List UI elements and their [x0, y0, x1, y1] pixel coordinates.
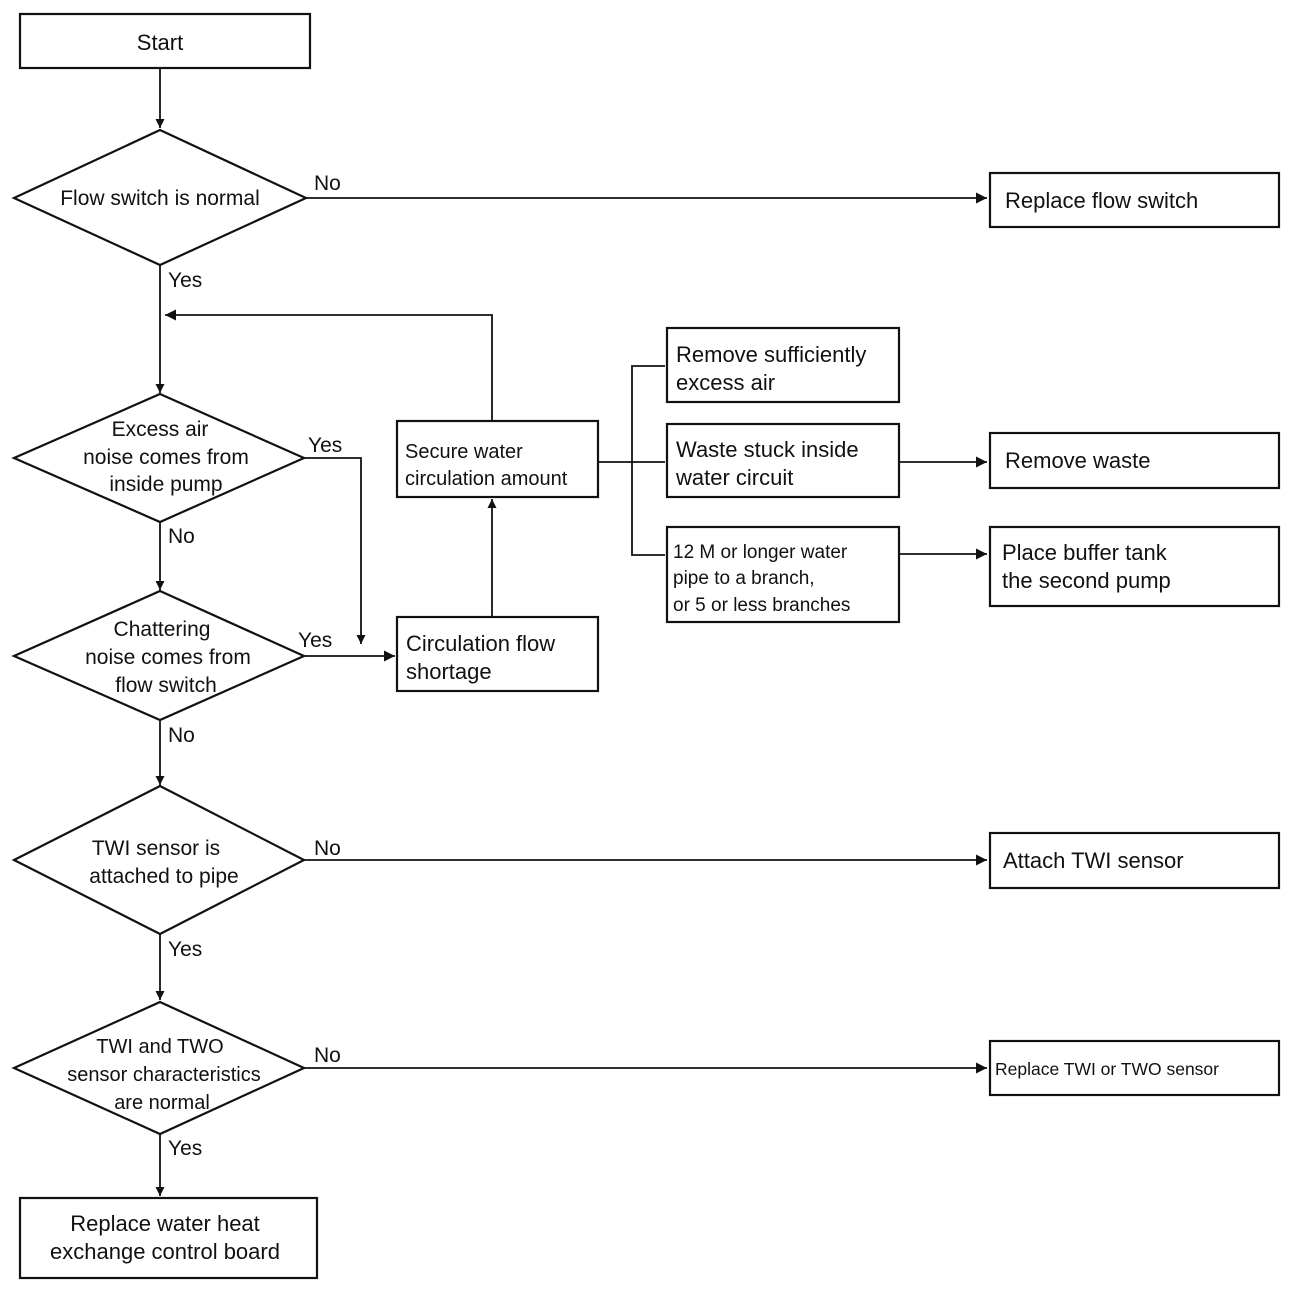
action-long-pipe: 12 M or longer water pipe to a branch, o… — [665, 525, 901, 624]
twi-two-line-3: are normal — [114, 1092, 210, 1114]
decision-flow-switch: Flow switch is normal — [11, 128, 309, 267]
label-yes-twi-attached: Yes — [168, 938, 202, 961]
action-replace-board: Replace water heat exchange control boar… — [18, 1196, 319, 1280]
secure-water-line-1: Secure water — [405, 441, 523, 463]
attach-twi-label: Attach TWI sensor — [1003, 848, 1184, 873]
chattering-line-3: flow switch — [115, 674, 217, 697]
label-yes-twi-two: Yes — [168, 1137, 202, 1160]
long-pipe-line-1: 12 M or longer water — [673, 542, 848, 563]
remove-waste-label: Remove waste — [1005, 448, 1151, 473]
replace-flow-switch-label: Replace flow switch — [1005, 188, 1198, 213]
branch-labels: No Yes Yes No Yes No No Yes No Yes — [168, 172, 342, 1160]
label-no-chattering: No — [168, 724, 195, 747]
line-branch-bracket — [631, 365, 665, 556]
action-buffer-tank: Place buffer tank the second pump — [988, 525, 1281, 608]
action-waste-stuck: Waste stuck inside water circuit — [665, 422, 901, 499]
action-replace-sensor: Replace TWI or TWO sensor — [988, 1039, 1281, 1097]
twi-attached-line-2: attached to pipe — [89, 865, 238, 888]
action-attach-twi: Attach TWI sensor — [988, 831, 1281, 890]
label-no-flow-switch: No — [314, 172, 341, 195]
twi-two-line-1: TWI and TWO — [96, 1036, 223, 1058]
waste-stuck-line-1: Waste stuck inside — [676, 437, 859, 462]
label-no-excess-air: No — [168, 525, 195, 548]
decision-twi-two: TWI and TWO sensor characteristics are n… — [11, 1000, 307, 1136]
twi-attached-line-1: TWI sensor is — [92, 837, 220, 860]
buffer-tank-line-2: the second pump — [1002, 568, 1171, 593]
label-no-twi-attached: No — [314, 837, 341, 860]
chattering-line-2: noise comes from — [85, 646, 251, 669]
replace-board-line-1: Replace water heat — [70, 1211, 260, 1236]
decision-excess-air: Excess air noise comes from inside pump — [11, 392, 307, 524]
label-yes-chattering: Yes — [298, 629, 332, 652]
long-pipe-line-3: or 5 or less branches — [673, 595, 850, 616]
chattering-line-1: Chattering — [114, 618, 211, 641]
twi-two-line-2: sensor characteristics — [67, 1064, 260, 1086]
remove-air-line-2: excess air — [676, 370, 775, 395]
label-yes-excess-air: Yes — [308, 434, 342, 457]
action-replace-flow-switch: Replace flow switch — [988, 171, 1281, 229]
excess-air-line-3: inside pump — [109, 473, 222, 496]
action-remove-air: Remove sufficiently excess air — [665, 326, 901, 404]
arrow-secure-water-back — [165, 309, 493, 420]
connectors — [155, 68, 987, 1196]
decision-flow-switch-label: Flow switch is normal — [60, 187, 260, 210]
replace-sensor-label: Replace TWI or TWO sensor — [995, 1059, 1219, 1079]
label-yes-flow-switch: Yes — [168, 269, 202, 292]
decision-chattering: Chattering noise comes from flow switch — [11, 589, 307, 722]
waste-stuck-line-2: water circuit — [675, 465, 793, 490]
start-node: Start — [18, 12, 312, 70]
decision-twi-attached: TWI sensor is attached to pipe — [11, 784, 307, 936]
buffer-tank-line-1: Place buffer tank — [1002, 540, 1168, 565]
excess-air-line-1: Excess air — [112, 418, 209, 441]
action-circulation-shortage: Circulation flow shortage — [395, 615, 600, 693]
label-no-twi-two: No — [314, 1044, 341, 1067]
start-label: Start — [137, 30, 183, 55]
secure-water-line-2: circulation amount — [405, 468, 568, 490]
circulation-shortage-line-1: Circulation flow — [406, 631, 555, 656]
action-secure-water: Secure water circulation amount — [395, 419, 600, 499]
long-pipe-line-2: pipe to a branch, — [673, 568, 815, 589]
remove-air-line-1: Remove sufficiently — [676, 342, 866, 367]
circulation-shortage-line-2: shortage — [406, 659, 492, 684]
arrow-excess-air-yes — [304, 457, 366, 644]
action-remove-waste: Remove waste — [988, 431, 1281, 490]
replace-board-line-2: exchange control board — [50, 1239, 280, 1264]
excess-air-line-2: noise comes from — [83, 446, 249, 469]
